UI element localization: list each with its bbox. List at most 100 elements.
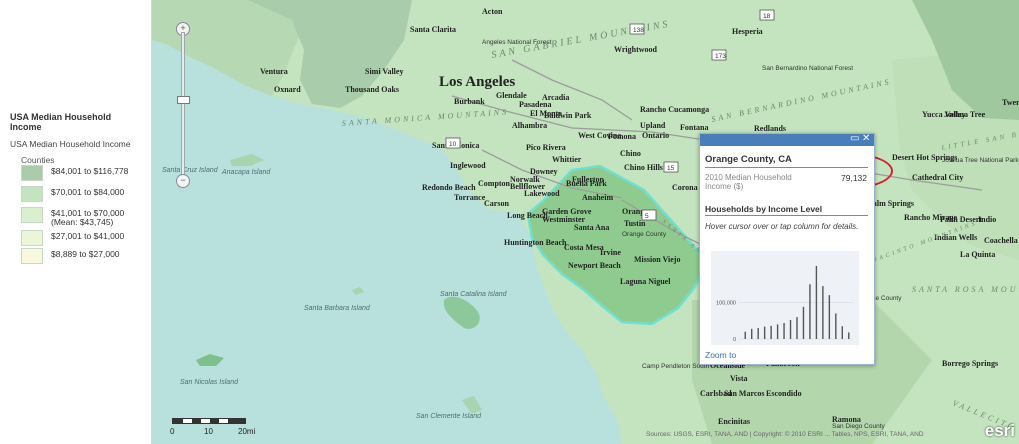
- highway-shield-icon: [663, 161, 679, 173]
- popup-titlebar: ▭ ✕: [700, 133, 874, 146]
- chart-bar[interactable]: [822, 286, 824, 339]
- map-label-island: Anacapa Island: [221, 169, 271, 176]
- chart-bar[interactable]: [796, 317, 798, 339]
- map-label-city: Orange: [622, 207, 648, 216]
- attribution: Sources: USGS, ESRI, TANA, AND | Copyrig…: [646, 431, 924, 438]
- map-label-city: Baldwin Park: [544, 111, 592, 120]
- map-label-park: Camp Pendleton South: [642, 363, 710, 370]
- map-label-city: La Quinta: [960, 250, 995, 259]
- popup-field-value: 79,132: [841, 173, 867, 183]
- zoom-slider[interactable]: + −: [176, 22, 190, 188]
- legend-swatch: [21, 186, 43, 202]
- map-label-city: Whittier: [552, 155, 582, 164]
- map-label-city: Twentynine Palms: [1002, 98, 1019, 107]
- chart-bar[interactable]: [809, 284, 811, 339]
- map-label-island: San Clemente Island: [416, 413, 482, 420]
- legend-layer-name: Counties: [21, 155, 55, 165]
- map-label-city: Escondido: [766, 389, 802, 398]
- map-label-island: Santa Cruz Island: [162, 167, 219, 174]
- map-label-city: Redondo Beach: [422, 183, 476, 192]
- map-label-city: Chino: [620, 149, 641, 158]
- legend-swatch: [21, 248, 43, 264]
- county-ventura: [152, 0, 308, 96]
- zoom-in-button[interactable]: +: [176, 22, 190, 36]
- chart-bar[interactable]: [763, 326, 766, 339]
- map-label-city: Palm Springs: [868, 199, 914, 208]
- maximize-icon[interactable]: ▭: [850, 133, 860, 144]
- chart-bar[interactable]: [848, 332, 850, 339]
- map-label-city: Bellflower: [510, 182, 546, 191]
- map-label-city: Santa Clarita: [410, 25, 456, 34]
- map-label-city: Laguna Niguel: [620, 277, 671, 286]
- info-popup[interactable]: ▭ ✕ Orange County, CA 2010 Median Househ…: [699, 133, 875, 365]
- map-label-city: Compton: [478, 179, 511, 188]
- zoom-out-button[interactable]: −: [176, 174, 190, 188]
- map-label-city: Pasadena: [519, 100, 551, 109]
- chart-bar[interactable]: [841, 326, 843, 339]
- map-label-city: Fullerton: [572, 175, 605, 184]
- highway-shield-icon: [711, 49, 727, 61]
- map-label-city: Pomona: [608, 132, 636, 141]
- map-label-city: Palm Desert: [940, 215, 982, 224]
- chart-bar[interactable]: [770, 325, 772, 339]
- legend-label: $84,001 to $116,778: [51, 166, 129, 176]
- map-label-city: Ontario: [642, 131, 669, 140]
- legend-row: $84,001 to $116,778: [21, 165, 151, 187]
- chart-bar[interactable]: [789, 320, 792, 339]
- map-label-city: Simi Valley: [365, 67, 403, 76]
- anacapa-island: [230, 154, 264, 166]
- map-label-island: San Nicolas Island: [180, 379, 239, 386]
- county-east: [912, 0, 1019, 120]
- map-label-island: Santa Catalina Island: [440, 291, 508, 298]
- map-label-city: Corona: [672, 183, 698, 192]
- chart-bar[interactable]: [776, 324, 779, 339]
- chart-bar[interactable]: [783, 322, 785, 339]
- san-nicolas-island: [196, 354, 224, 366]
- chart-bar[interactable]: [757, 328, 759, 339]
- map-label-city: Ventura: [260, 67, 288, 76]
- map-label-city: Desert Hot Springs: [892, 153, 957, 162]
- highway-shield-icon: [629, 23, 645, 35]
- map-label-city: Cathedral City: [912, 173, 963, 182]
- zoom-to-link[interactable]: Zoom to: [705, 350, 737, 360]
- scale-label: 20mi: [238, 427, 256, 436]
- map-label-city: Irvine: [600, 248, 621, 257]
- legend-label: $41,001 to $70,000 (Mean: $43,745): [51, 208, 125, 227]
- map-label-city: Pico Rivera: [526, 143, 566, 152]
- zoom-track[interactable]: [181, 32, 185, 178]
- chart-bar[interactable]: [744, 331, 746, 339]
- map-label-city: Lakewood: [524, 189, 560, 198]
- map-label-island: Santa Barbara Island: [304, 305, 371, 312]
- legend-subtitle: USA Median Household Income: [10, 139, 131, 149]
- scale-label: 10: [204, 427, 213, 436]
- legend-label: $70,001 to $84,000: [51, 187, 125, 197]
- highway-shield-label: 138: [633, 27, 644, 34]
- map-label-city: Glendale: [496, 91, 527, 100]
- popup-divider: [705, 167, 868, 168]
- highway-shield-label: 18: [763, 13, 771, 20]
- chart-bar[interactable]: [835, 313, 837, 339]
- map-label-city: Indio: [978, 215, 996, 224]
- chart-y-tick-label: 100,000: [716, 300, 736, 306]
- map-label-mountains: SANTA ROSA MOUNTAINS: [912, 285, 1019, 294]
- chart-bar[interactable]: [751, 328, 753, 339]
- chart-bar[interactable]: [815, 265, 818, 339]
- close-icon[interactable]: ✕: [862, 133, 871, 144]
- map-label-city: Joshua Tree: [944, 110, 986, 119]
- map-label-city: West Covina: [578, 131, 621, 140]
- map-label-city: Encinitas: [718, 417, 750, 426]
- map-label-city: Oceanside: [710, 361, 746, 370]
- county-la-north: [248, 0, 412, 108]
- legend-label: $27,001 to $41,000: [51, 231, 125, 241]
- map-label-major-city: Los Angeles: [439, 74, 515, 90]
- chart-bar[interactable]: [828, 295, 831, 339]
- map-label-city: Hesperia: [732, 27, 763, 36]
- map-label-city: Buena Park: [566, 179, 607, 188]
- esri-logo: esri: [984, 421, 1015, 440]
- zoom-thumb[interactable]: [177, 96, 190, 104]
- chart-bar[interactable]: [802, 306, 805, 339]
